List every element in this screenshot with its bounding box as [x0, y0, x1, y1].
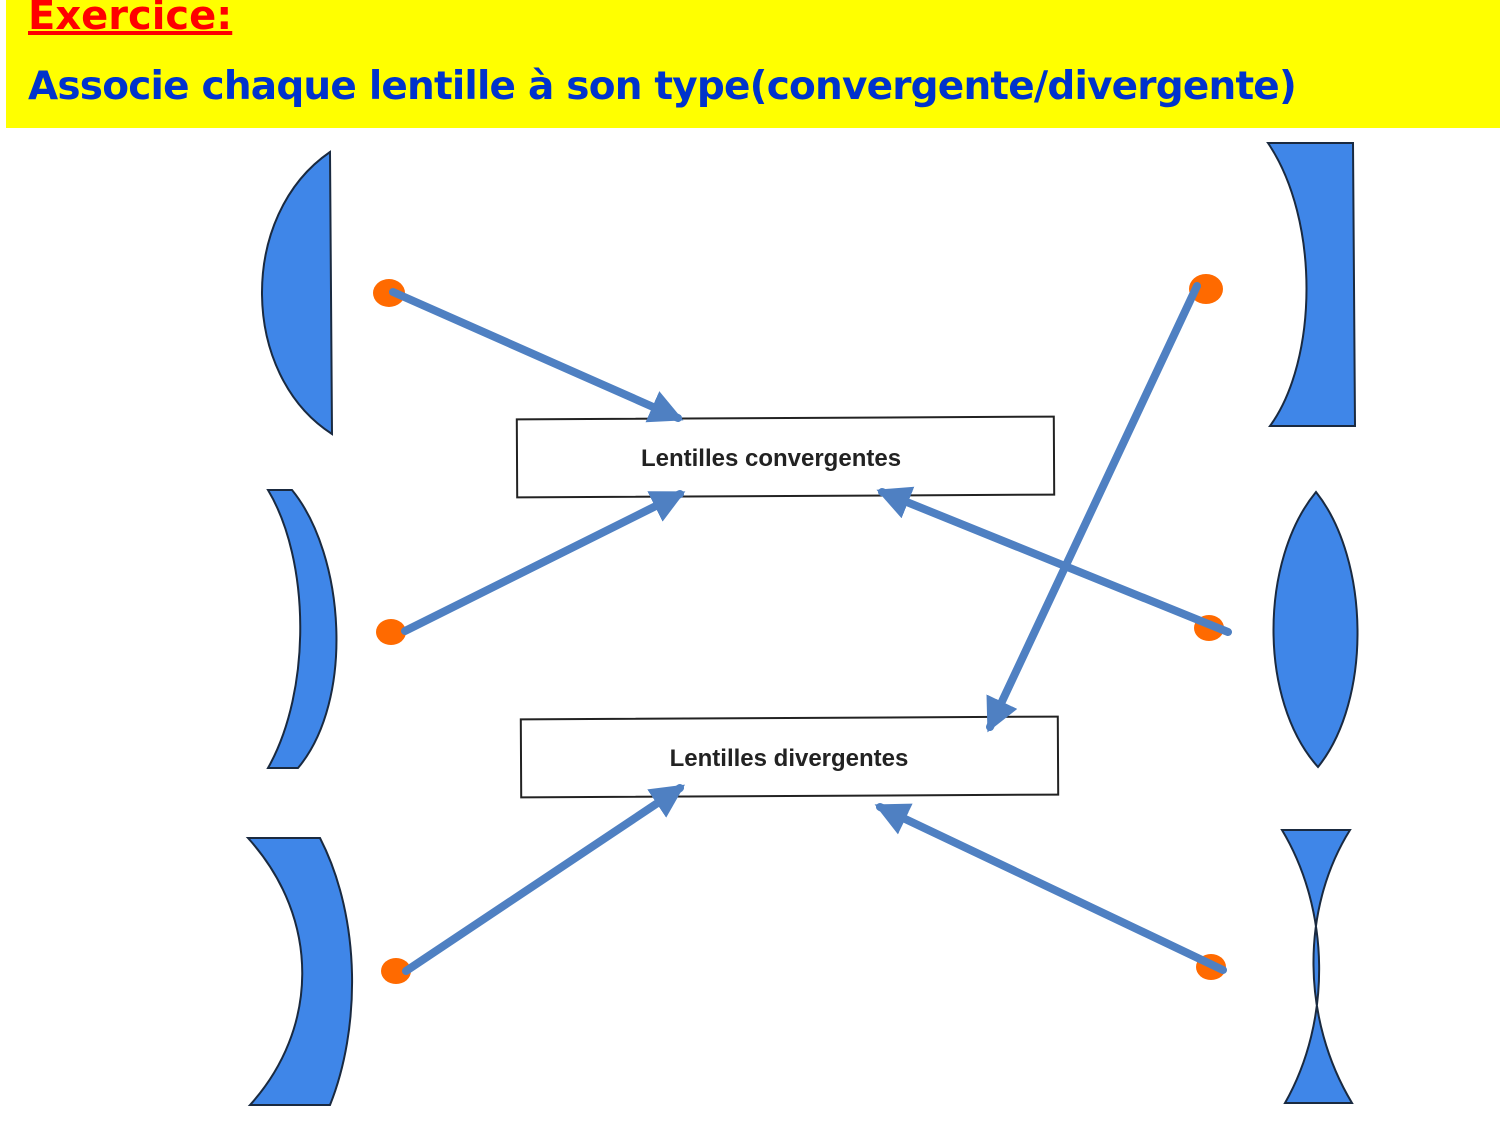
lens-biconcave: [1280, 829, 1354, 1104]
header-banner: Exercice: Associe chaque lentille à son …: [6, 0, 1500, 128]
answer-arrow: [874, 803, 1227, 974]
divergent-box-label: Lentilles divergentes: [670, 745, 909, 772]
lens-convex-meniscus: [266, 489, 338, 769]
answer-arrow: [401, 490, 686, 635]
connector-dot[interactable]: [376, 619, 406, 645]
lens-concave-meniscus: [245, 837, 354, 1106]
connector-dot[interactable]: [373, 279, 405, 307]
exercise-title: Exercice:: [28, 0, 233, 39]
lens-biconvex: [1272, 490, 1359, 769]
answer-arrow: [389, 288, 684, 423]
connector-dot[interactable]: [381, 958, 411, 984]
lens-plano-concave: [1266, 142, 1357, 427]
convergent-box-label: Lentilles convergentes: [641, 445, 901, 472]
answer-arrow: [402, 784, 685, 975]
connector-dot[interactable]: [1189, 274, 1223, 304]
answer-arrow: [876, 486, 1232, 636]
divergent-box[interactable]: [519, 715, 1060, 799]
exercise-instruction: Associe chaque lentille à son type(conve…: [28, 64, 1297, 109]
convergent-box[interactable]: [515, 415, 1056, 499]
answer-arrow: [986, 282, 1201, 733]
lens-plano-convex: [261, 150, 334, 436]
